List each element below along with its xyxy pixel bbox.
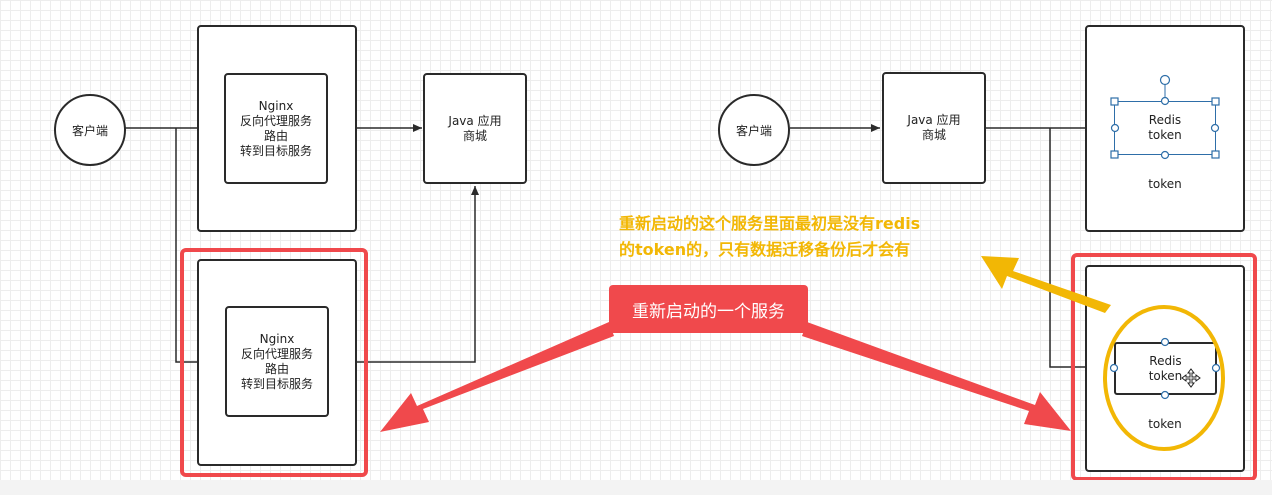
nginx-top-node[interactable]: Nginx 反向代理服务 路由 转到目标服务 — [224, 73, 328, 184]
token-top-label: token — [1148, 177, 1182, 191]
client-label: 客户端 — [735, 123, 772, 138]
bottom-scroll-bar[interactable] — [0, 480, 1272, 495]
nginx-bottom-label: Nginx 反向代理服务 路由 转到目标服务 — [240, 331, 313, 391]
java-app-node-right[interactable]: Java 应用 商城 — [882, 72, 986, 184]
nginx-top-label: Nginx 反向代理服务 路由 转到目标服务 — [239, 98, 312, 158]
java-app-label: Java 应用 商城 — [448, 113, 502, 143]
client-node-left[interactable]: 客户端 — [54, 94, 126, 166]
highlight-frame-right — [1071, 253, 1257, 481]
redis-top-node[interactable]: Redis token — [1114, 101, 1216, 155]
redis-top-label: Redis token — [1148, 113, 1182, 142]
java-app-node-left[interactable]: Java 应用 商城 — [423, 73, 527, 184]
restart-callout: 重新启动的一个服务 — [609, 285, 808, 333]
highlight-frame-left — [180, 248, 368, 477]
callout-label: 重新启动的一个服务 — [632, 301, 785, 322]
java-app-label: Java 应用 商城 — [907, 113, 961, 142]
nginx-bottom-node[interactable]: Nginx 反向代理服务 路由 转到目标服务 — [225, 306, 329, 417]
client-node-right[interactable]: 客户端 — [718, 94, 790, 166]
redis-note: 重新启动的这个服务里面最初是没有redis 的token的，只有数据迁移备份后才… — [619, 214, 921, 259]
client-label: 客户端 — [71, 123, 108, 138]
